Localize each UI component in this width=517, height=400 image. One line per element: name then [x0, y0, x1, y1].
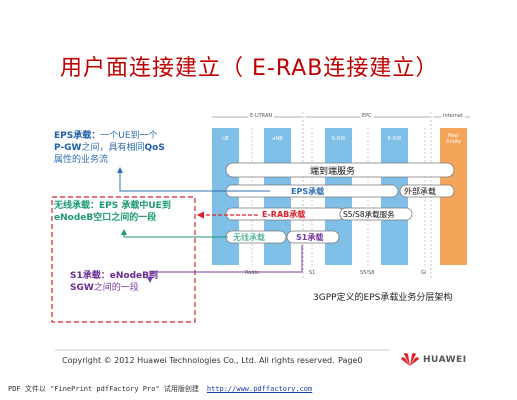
eps-note-label: EPS承载： — [54, 131, 101, 141]
e2e-pipe — [225, 162, 455, 178]
domain-internet: Internet — [441, 113, 465, 119]
huawei-logo-icon — [400, 351, 420, 367]
bearer-erab-label: E-RAB承载 — [262, 210, 306, 219]
bearer-radio-label: 无线承载 — [233, 233, 265, 242]
pdf-notice-text: PDF 文件以 "FinePrint pdfFactory Pro" 试用版创建 — [8, 385, 199, 393]
node-label-ue: UE — [222, 136, 229, 142]
diagram-caption: 3GPP定义的EPS承载业务分层架构 — [313, 293, 453, 303]
radio-note-line2: eNodeB空口之间的一段 — [54, 213, 157, 223]
huawei-logo-text: HUAWEI — [423, 355, 467, 365]
domain-epc: EPC — [360, 113, 374, 119]
s1-note-sgw: SGW — [70, 283, 94, 293]
iface-s1: S1 — [309, 270, 316, 276]
footer-copyright: Copyright © 2012 Huawei Technologies Co.… — [62, 356, 335, 365]
eps-bearer-note: EPS承载：一个UE到一个 P-GW之间，具有相同QoS 属性的业务流 — [54, 130, 204, 166]
eps-note-text2: 之间，具有相同 — [81, 143, 145, 153]
red-dashed-box — [51, 196, 196, 323]
iface-radio: Radio — [245, 270, 260, 276]
node-label-peer: Peer Entity — [446, 133, 461, 145]
bearer-s5s8-label: S5/S8承载服务 — [343, 210, 395, 219]
iface-gi: Gi — [421, 270, 427, 276]
node-label-pgw: P-GW — [387, 136, 402, 142]
page-title: 用户面连接建立（ E-RAB连接建立） — [60, 56, 439, 81]
eps-arrow — [117, 167, 270, 192]
radio-note-line1: 无线承载：EPS 承载中UE到 — [54, 201, 171, 211]
bearer-external-label: 外部承载 — [404, 187, 436, 196]
footer-page: Page0 — [338, 356, 363, 365]
radio-bearer-note: 无线承载：EPS 承载中UE到 eNodeB空口之间的一段 — [54, 200, 204, 224]
radio-arrow — [121, 229, 228, 238]
s1-note-text: 之间的一段 — [93, 283, 139, 293]
eps-note-text1: 一个UE到一个 — [100, 131, 158, 141]
s5s8-pipe — [339, 207, 413, 221]
s1-pipe — [286, 230, 340, 244]
s1-bearer-note: S1承载：eNodeB到 SGW之间的一段 — [70, 270, 190, 294]
domain-eutran: E-UTRAN — [248, 113, 275, 119]
bearer-eps-label: EPS承载 — [291, 187, 325, 196]
s1-arrow — [147, 245, 303, 283]
pdf-factory-link[interactable]: http://www.pdffactory.com — [206, 385, 313, 393]
bearer-e2e-label: 端到端服务 — [310, 167, 356, 177]
eps-note-qos: QoS — [144, 143, 165, 153]
node-label-enb: eNB — [272, 136, 283, 142]
external-pipe — [399, 184, 455, 198]
pdf-factory-notice: PDF 文件以 "FinePrint pdfFactory Pro" 试用版创建… — [8, 384, 312, 394]
iface-s5s8: S5/S8 — [360, 270, 375, 276]
s1-note-label: S1承载：eNodeB到 — [70, 271, 158, 281]
eps-note-text3: 属性的业务流 — [54, 155, 109, 165]
eps-note-pgw: P-GW — [54, 143, 82, 153]
node-label-sgw: S-GW — [331, 136, 346, 142]
bearer-s1-label: S1承载 — [296, 233, 324, 242]
